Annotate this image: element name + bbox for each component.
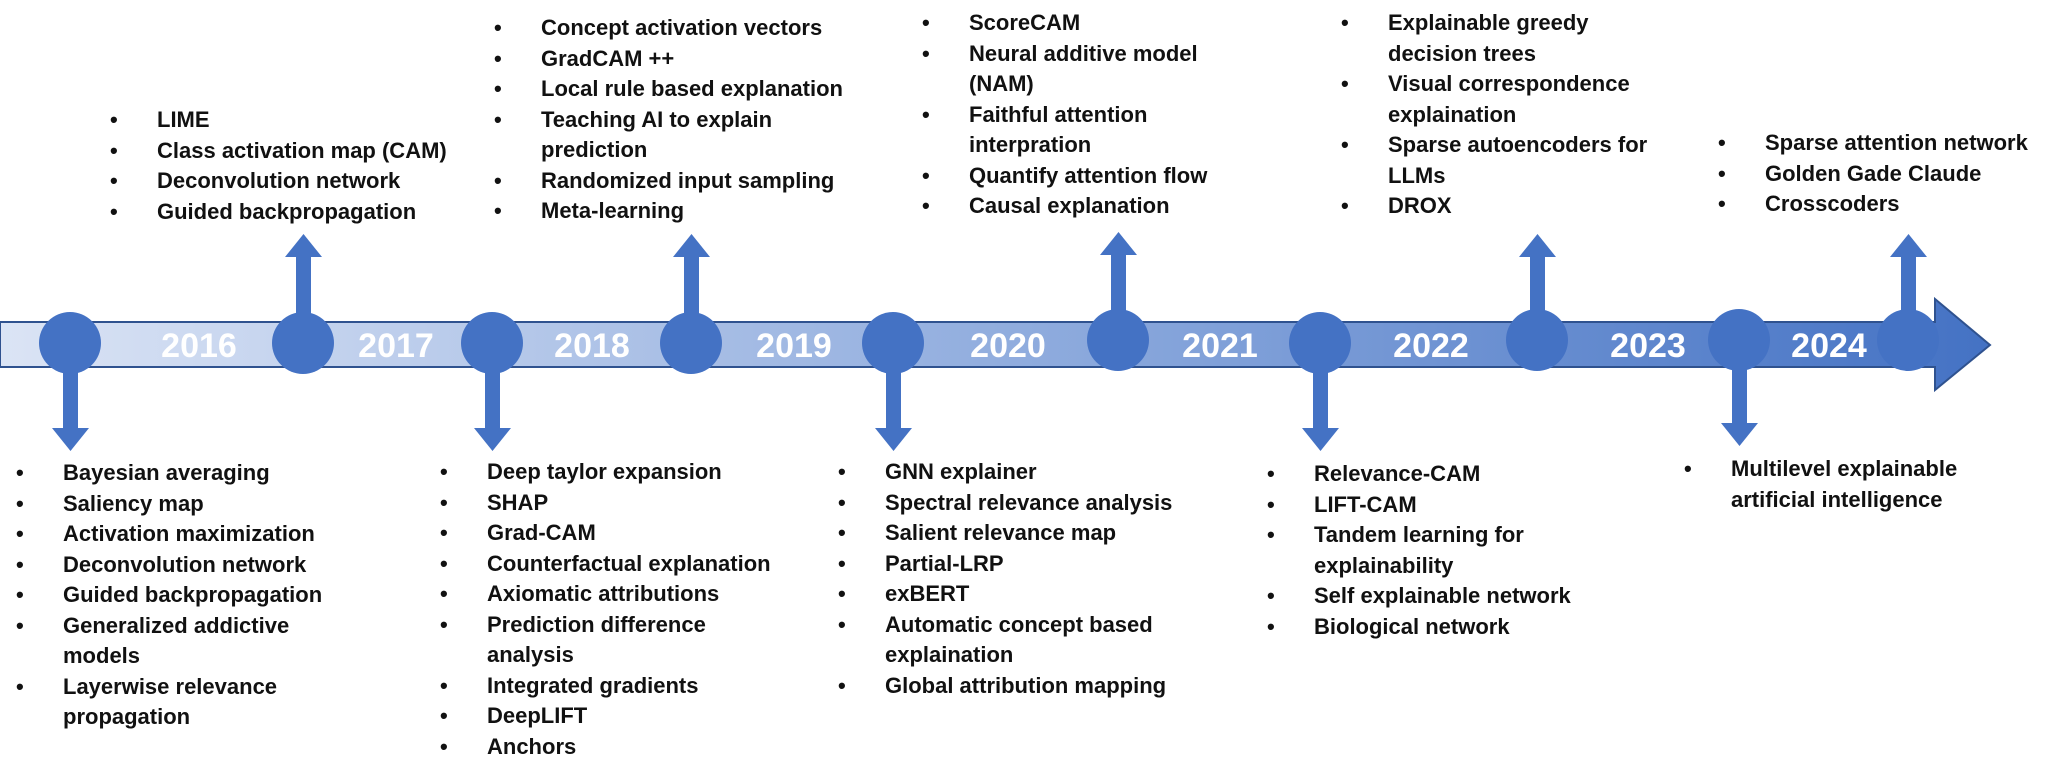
method-list-below: Relevance-CAMLIFT-CAMTandem learning for…	[1267, 459, 1607, 642]
pointer-down	[52, 365, 89, 451]
method-item: Tandem learning for explainability	[1267, 520, 1607, 581]
timeline-node	[660, 312, 722, 374]
method-item: Salient relevance map	[838, 518, 1188, 549]
method-item: Neural additive model (NAM)	[922, 39, 1252, 100]
pointer-down	[474, 365, 511, 451]
method-item: DeepLIFT	[440, 701, 780, 732]
method-item: Deconvolution network	[16, 550, 336, 581]
year-label: 2016	[161, 327, 237, 365]
method-item: Class activation map (CAM)	[110, 136, 510, 167]
timeline-node	[461, 312, 523, 374]
method-item: Golden Gade Claude	[1718, 159, 2053, 190]
method-list-above: LIMEClass activation map (CAM)Deconvolut…	[110, 105, 510, 227]
timeline-node	[1877, 309, 1939, 371]
year-label: 2017	[358, 327, 434, 365]
method-item: exBERT	[838, 579, 1188, 610]
method-item: GNN explainer	[838, 457, 1188, 488]
method-item: Randomized input sampling	[494, 166, 874, 197]
method-item: Guided backpropagation	[110, 197, 510, 228]
pointer-up	[1890, 234, 1927, 325]
pointer-up	[285, 234, 322, 325]
pointer-down	[1721, 365, 1758, 446]
timeline-node	[272, 312, 334, 374]
year-label: 2022	[1393, 327, 1469, 365]
method-item: Faithful attention interpration	[922, 100, 1252, 161]
year-label: 2021	[1182, 327, 1258, 365]
method-item: ScoreCAM	[922, 8, 1252, 39]
method-item: GradCAM ++	[494, 44, 874, 75]
method-item: Partial-LRP	[838, 549, 1188, 580]
method-item: Deconvolution network	[110, 166, 510, 197]
method-item: Automatic concept based explaination	[838, 610, 1188, 671]
method-item: Crosscoders	[1718, 189, 2053, 220]
method-item: DROX	[1341, 191, 1671, 222]
year-label: 2020	[970, 327, 1046, 365]
method-list-below: Deep taylor expansionSHAPGrad-CAMCounter…	[440, 457, 780, 762]
method-item: Multilevel explainable artificial intell…	[1684, 454, 1984, 515]
method-item: SHAP	[440, 488, 780, 519]
method-item: Visual correspondence explaination	[1341, 69, 1671, 130]
timeline-node	[1087, 309, 1149, 371]
method-item: Deep taylor expansion	[440, 457, 780, 488]
method-item: Anchors	[440, 732, 780, 763]
timeline-node	[862, 312, 924, 374]
method-item: Relevance-CAM	[1267, 459, 1607, 490]
method-item: Local rule based explanation	[494, 74, 874, 105]
method-item: Guided backpropagation	[16, 580, 336, 611]
method-item: Axiomatic attributions	[440, 579, 780, 610]
method-item: LIFT-CAM	[1267, 490, 1607, 521]
method-item: Quantify attention flow	[922, 161, 1252, 192]
timeline-node	[1708, 309, 1770, 371]
method-list-below: GNN explainerSpectral relevance analysis…	[838, 457, 1188, 701]
method-item: Self explainable network	[1267, 581, 1607, 612]
pointer-down	[875, 365, 912, 451]
method-item: Layerwise relevance propagation	[16, 672, 336, 733]
method-item: Saliency map	[16, 489, 336, 520]
method-item: Biological network	[1267, 612, 1607, 643]
method-item: Teaching AI to explain prediction	[494, 105, 874, 166]
method-item: Causal explanation	[922, 191, 1252, 222]
method-item: Activation maximization	[16, 519, 336, 550]
year-label: 2024	[1791, 327, 1867, 365]
method-list-above: Sparse attention networkGolden Gade Clau…	[1718, 128, 2053, 220]
method-list-below: Bayesian averagingSaliency mapActivation…	[16, 458, 336, 733]
method-item: Integrated gradients	[440, 671, 780, 702]
timeline-node	[1289, 312, 1351, 374]
year-label: 2019	[756, 327, 832, 365]
method-item: LIME	[110, 105, 510, 136]
method-item: Counterfactual explanation	[440, 549, 780, 580]
timeline-node	[39, 312, 101, 374]
pointer-up	[1519, 234, 1556, 325]
method-list-above: ScoreCAMNeural additive model (NAM)Faith…	[922, 8, 1252, 222]
method-item: Spectral relevance analysis	[838, 488, 1188, 519]
year-label: 2018	[554, 327, 630, 365]
method-list-above: Concept activation vectorsGradCAM ++Loca…	[494, 13, 874, 227]
pointer-up	[1100, 232, 1137, 323]
method-item: Concept activation vectors	[494, 13, 874, 44]
method-item: Sparse autoencoders for LLMs	[1341, 130, 1671, 191]
method-list-above: Explainable greedy decision treesVisual …	[1341, 8, 1671, 222]
pointer-up	[673, 234, 710, 325]
method-item: Global attribution mapping	[838, 671, 1188, 702]
pointer-down	[1302, 365, 1339, 451]
method-item: Meta-learning	[494, 196, 874, 227]
method-list-below: Multilevel explainable artificial intell…	[1684, 454, 1984, 515]
method-item: Grad-CAM	[440, 518, 780, 549]
timeline-node	[1506, 309, 1568, 371]
method-item: Prediction difference analysis	[440, 610, 780, 671]
method-item: Sparse attention network	[1718, 128, 2053, 159]
method-item: Generalized addictive models	[16, 611, 336, 672]
method-item: Explainable greedy decision trees	[1341, 8, 1671, 69]
method-item: Bayesian averaging	[16, 458, 336, 489]
year-label: 2023	[1610, 327, 1686, 365]
